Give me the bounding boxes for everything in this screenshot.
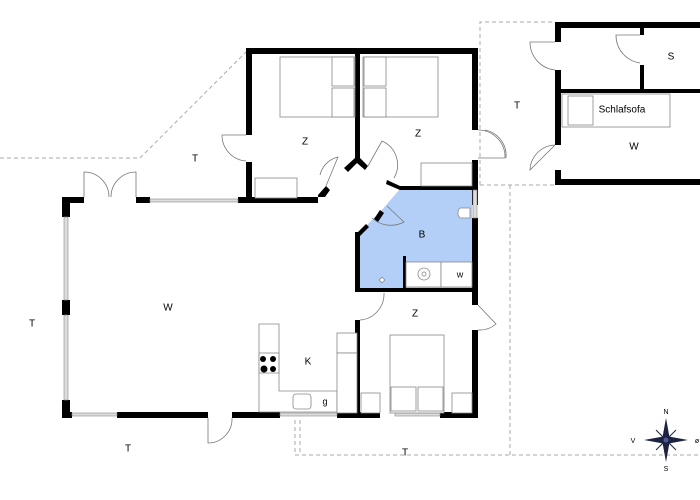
room-label-bedroom-3: Z <box>412 309 418 320</box>
compass-south: S <box>664 466 669 473</box>
compass-rose-icon: N V ø S <box>631 409 700 473</box>
terrace-outlines <box>0 21 700 456</box>
room-label-living: W <box>163 303 173 314</box>
room-label-wc: w <box>456 269 464 279</box>
sofa-bed-label: Schlafsofa <box>599 105 646 116</box>
furniture <box>254 56 671 414</box>
terrace-label: T <box>514 101 520 112</box>
terrace-label: T <box>29 319 35 330</box>
compass-north: N <box>663 409 668 416</box>
room-label-bedroom-1: Z <box>302 137 308 148</box>
room-label-annex-living: W <box>629 142 639 153</box>
room-label-storage: S <box>668 52 675 63</box>
terrace-label: T <box>192 154 198 165</box>
compass-east: ø <box>695 438 700 445</box>
doors <box>83 34 641 444</box>
room-label-kitchen: K <box>305 357 312 368</box>
room-label-g: g <box>322 396 327 406</box>
terrace-label: T <box>402 448 408 459</box>
stove-burner <box>260 356 266 362</box>
terrace-label: T <box>125 444 131 455</box>
room-label-bathroom: B <box>419 230 426 241</box>
compass-west: V <box>631 438 636 445</box>
walls <box>62 22 700 418</box>
room-label-bedroom-2: Z <box>415 129 421 140</box>
